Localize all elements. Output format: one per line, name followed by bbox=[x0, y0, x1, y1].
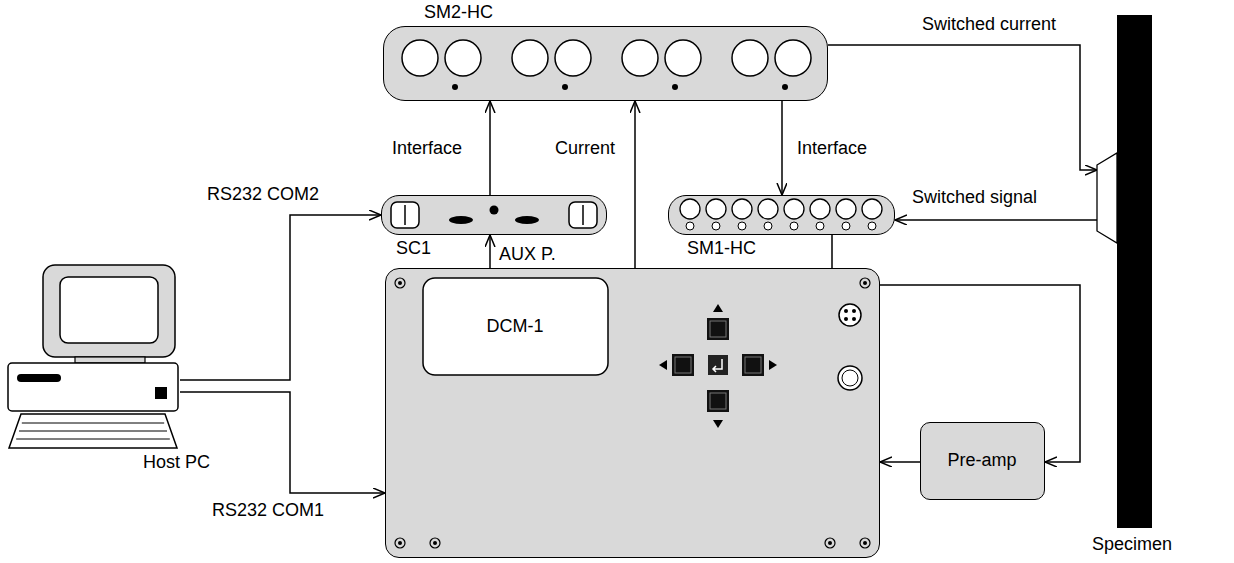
node-label: SM1-HC bbox=[687, 238, 756, 259]
node-label: DCM-1 bbox=[487, 316, 544, 337]
connector-arrow bbox=[880, 461, 920, 463]
connector-label: Current bbox=[553, 138, 617, 159]
node-label: Pre-amp bbox=[947, 450, 1016, 471]
switch-controller-box: SC1 bbox=[381, 195, 607, 235]
switch-matrix-box-drawing bbox=[383, 26, 828, 101]
connector-label: RS232 COM2 bbox=[205, 184, 321, 205]
switch-matrix-box-drawing bbox=[668, 195, 895, 235]
host-computer-drawing bbox=[5, 262, 180, 475]
connector-arrow bbox=[180, 392, 385, 493]
connector-arrow bbox=[634, 101, 636, 268]
connector-label: Switched signal bbox=[910, 187, 1039, 208]
connector-label: Interface bbox=[795, 138, 869, 159]
preamp-box: Pre-amp bbox=[920, 422, 1045, 500]
connector-label: Interface bbox=[390, 138, 464, 159]
instrument-box-drawing bbox=[385, 268, 880, 558]
host-computer: Host PC bbox=[5, 262, 180, 475]
connector-arrow bbox=[180, 215, 381, 380]
connector-label: AUX P. bbox=[497, 244, 558, 265]
connector-arrow bbox=[489, 235, 491, 268]
specimen-bar: Specimen bbox=[1097, 15, 1152, 528]
connector-label: RS232 COM1 bbox=[210, 500, 326, 521]
switch-controller-box-drawing bbox=[381, 195, 607, 235]
node-label: Specimen bbox=[1092, 534, 1172, 555]
node-label: Host PC bbox=[143, 452, 210, 473]
switch-matrix-box: SM2-HC bbox=[383, 26, 828, 101]
node-label: SC1 bbox=[396, 238, 431, 259]
connector-arrow bbox=[489, 101, 491, 195]
connector-label: Switched current bbox=[920, 14, 1058, 35]
node-label: SM2-HC bbox=[424, 2, 493, 23]
specimen-bar-drawing bbox=[1097, 15, 1152, 528]
connector-arrow bbox=[781, 101, 783, 195]
connector-arrow bbox=[895, 219, 1097, 221]
switch-matrix-box: SM1-HC bbox=[668, 195, 895, 235]
instrument-box: DCM-1 bbox=[385, 268, 880, 558]
